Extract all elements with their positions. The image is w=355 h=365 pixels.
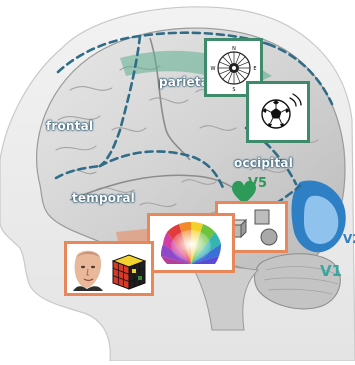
area-label-v1: V1: [320, 262, 342, 280]
compass-s: S: [232, 87, 235, 93]
motion-lines: [290, 94, 301, 106]
rubiks-cube-icon: [113, 255, 145, 289]
square-icon: [255, 210, 269, 224]
compass-n: N: [232, 46, 236, 52]
lobe-label-temporal: temporal: [72, 191, 135, 205]
area-label-v2: V2: [343, 232, 355, 246]
area-label-v5: V5: [248, 176, 267, 191]
soccer-ball-icon: [252, 89, 304, 135]
motion-card: [246, 81, 310, 143]
face-icon: [73, 250, 103, 290]
compass-w: W: [210, 66, 215, 72]
color-wheel-icon: [150, 216, 232, 270]
face-object-card: [64, 241, 154, 296]
compass-e: E: [253, 66, 256, 72]
color-card: [147, 213, 235, 273]
circle-icon: [261, 229, 277, 245]
lobe-label-frontal: frontal: [46, 119, 93, 133]
face-object-icon: [67, 245, 151, 293]
lobe-label-occipital: occipital: [234, 156, 293, 170]
